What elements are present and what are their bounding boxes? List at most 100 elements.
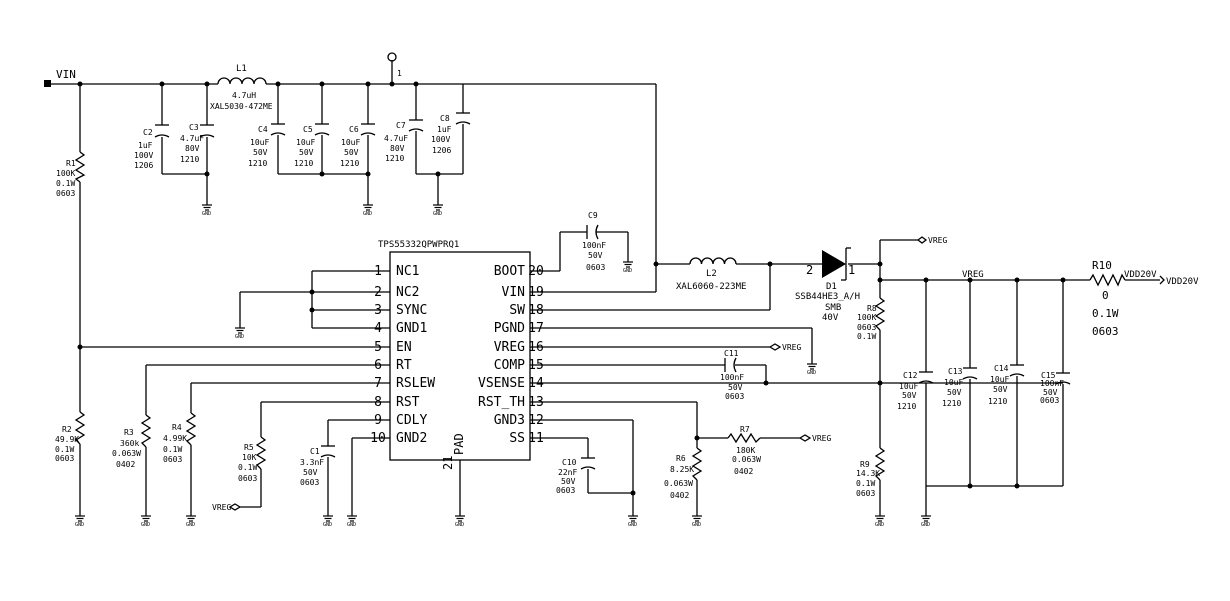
capacitor-c15: C15 100nF 50V 0603 (1040, 371, 1071, 405)
ic-pin-number: 17 (528, 321, 544, 336)
ground-icon: GND (141, 515, 151, 528)
ic-pin-number: 20 (528, 264, 544, 279)
ic-pin-number: 4 (374, 321, 382, 336)
ic-right-pins: 20BOOT19VIN18SW17PGND16VREG15COMP14VSENS… (478, 264, 544, 446)
capacitor-c1: C1 3.3nF 50V 0603 (300, 445, 336, 487)
resistor-r2: R2 49.9K 0.1W 0603 (55, 411, 86, 463)
svg-text:0603: 0603 (55, 454, 74, 463)
svg-text:C3: C3 (189, 123, 199, 132)
svg-text:0.063W: 0.063W (112, 449, 141, 458)
ground-icon: GND (75, 515, 85, 528)
svg-text:1210: 1210 (180, 155, 199, 164)
svg-text:0603: 0603 (56, 189, 75, 198)
ic-pin-name: SYNC (396, 303, 427, 318)
svg-text:22nF: 22nF (558, 468, 577, 477)
svg-text:0.1W: 0.1W (238, 463, 257, 472)
svg-text:0603: 0603 (300, 478, 319, 487)
svg-text:L1: L1 (236, 64, 247, 74)
svg-text:SSB44HE3_A/H: SSB44HE3_A/H (795, 292, 860, 302)
svg-text:40V: 40V (822, 313, 839, 323)
ground-label: GND (692, 522, 701, 528)
svg-text:1210: 1210 (988, 397, 1007, 406)
svg-text:10uF: 10uF (990, 375, 1009, 384)
ground-icon: GND (455, 515, 465, 528)
ic-pin-name: RSLEW (396, 376, 435, 391)
ground-icon: GND (623, 261, 633, 274)
svg-text:4.7uF: 4.7uF (384, 134, 408, 143)
ic-pin-name: CDLY (396, 413, 427, 428)
svg-text:0603: 0603 (556, 486, 575, 495)
ic-pin-number: 5 (374, 340, 382, 355)
svg-text:50V: 50V (902, 391, 917, 400)
svg-text:0603: 0603 (857, 323, 876, 332)
svg-text:100nF: 100nF (582, 241, 606, 250)
svg-text:80V: 80V (390, 144, 405, 153)
ground-label: GND (875, 522, 884, 528)
svg-text:C6: C6 (349, 125, 359, 134)
svg-text:80V: 80V (185, 144, 200, 153)
svg-text:C7: C7 (396, 121, 406, 130)
svg-text:1210: 1210 (385, 154, 404, 163)
ground-icon: GND (807, 363, 817, 376)
svg-text:50V: 50V (299, 148, 314, 157)
ic-pad-label: PAD (452, 433, 466, 455)
resistor-r5: R5 10K 0.1W 0603 (238, 436, 267, 483)
ic-pin-name: GND1 (396, 321, 427, 336)
svg-text:0402: 0402 (734, 467, 753, 476)
svg-text:50V: 50V (728, 383, 743, 392)
svg-text:C5: C5 (303, 125, 313, 134)
capacitor-c6: C6 10uF 50V 1210 (340, 123, 376, 168)
ic-pin-name: VIN (502, 285, 525, 300)
net-labels: VREG VDD20V VDD20V VREG VREG VREG VREG (212, 236, 1199, 512)
ground-icon: GND (875, 515, 885, 528)
svg-text:R1: R1 (66, 159, 76, 168)
svg-text:0.1W: 0.1W (857, 332, 876, 341)
svg-text:0603: 0603 (163, 455, 182, 464)
ic-pin-name: GND2 (396, 431, 427, 446)
svg-text:50V: 50V (344, 148, 359, 157)
wires (48, 60, 1160, 516)
svg-text:10K: 10K (242, 453, 257, 462)
ic-pin-number: 19 (528, 285, 544, 300)
svg-text:R5: R5 (244, 443, 254, 452)
ic-pin-name: SW (509, 303, 525, 318)
ground-label: GND (433, 211, 442, 217)
svg-text:50V: 50V (303, 468, 318, 477)
ic-pin-number: 15 (528, 358, 544, 373)
svg-text:R3: R3 (124, 428, 134, 437)
ic-pin-name: SS (509, 431, 525, 446)
svg-text:1210: 1210 (340, 159, 359, 168)
svg-text:0.1W: 0.1W (163, 445, 182, 454)
vreg-net-label: VREG (962, 270, 984, 280)
svg-text:0603: 0603 (1040, 396, 1059, 405)
ic-part-number: TPS55332QPWPRQ1 (378, 240, 459, 250)
vreg-port-4: VREG (212, 503, 231, 512)
svg-text:R10: R10 (1092, 259, 1112, 272)
svg-text:100nF: 100nF (720, 373, 744, 382)
svg-text:3.3nF: 3.3nF (300, 458, 324, 467)
ic-pin-name: PGND (494, 321, 525, 336)
ground-icon: GND (628, 515, 638, 528)
test-point-pin: 1 (397, 69, 402, 78)
svg-text:C4: C4 (258, 125, 268, 134)
ic-pin-name: EN (396, 340, 412, 355)
vreg-port-3: VREG (812, 434, 831, 443)
svg-text:1210: 1210 (897, 402, 916, 411)
diode-pin-cathode: 1 (848, 263, 855, 277)
resistor-r7: R7 180K 0.063W 0402 (727, 425, 761, 476)
svg-text:R9: R9 (860, 460, 870, 469)
svg-text:SMB: SMB (825, 303, 841, 313)
ground-label: GND (347, 522, 356, 528)
svg-text:100K: 100K (56, 169, 75, 178)
ground-label: GND (235, 334, 244, 340)
svg-text:0.1W: 0.1W (856, 479, 875, 488)
svg-text:50V: 50V (561, 477, 576, 486)
svg-text:0.063W: 0.063W (732, 455, 761, 464)
ground-label: GND (807, 370, 816, 376)
svg-text:0.063W: 0.063W (664, 479, 693, 488)
svg-text:10uF: 10uF (944, 378, 963, 387)
vreg-port-1: VREG (928, 236, 947, 245)
ground-label: GND (141, 522, 150, 528)
